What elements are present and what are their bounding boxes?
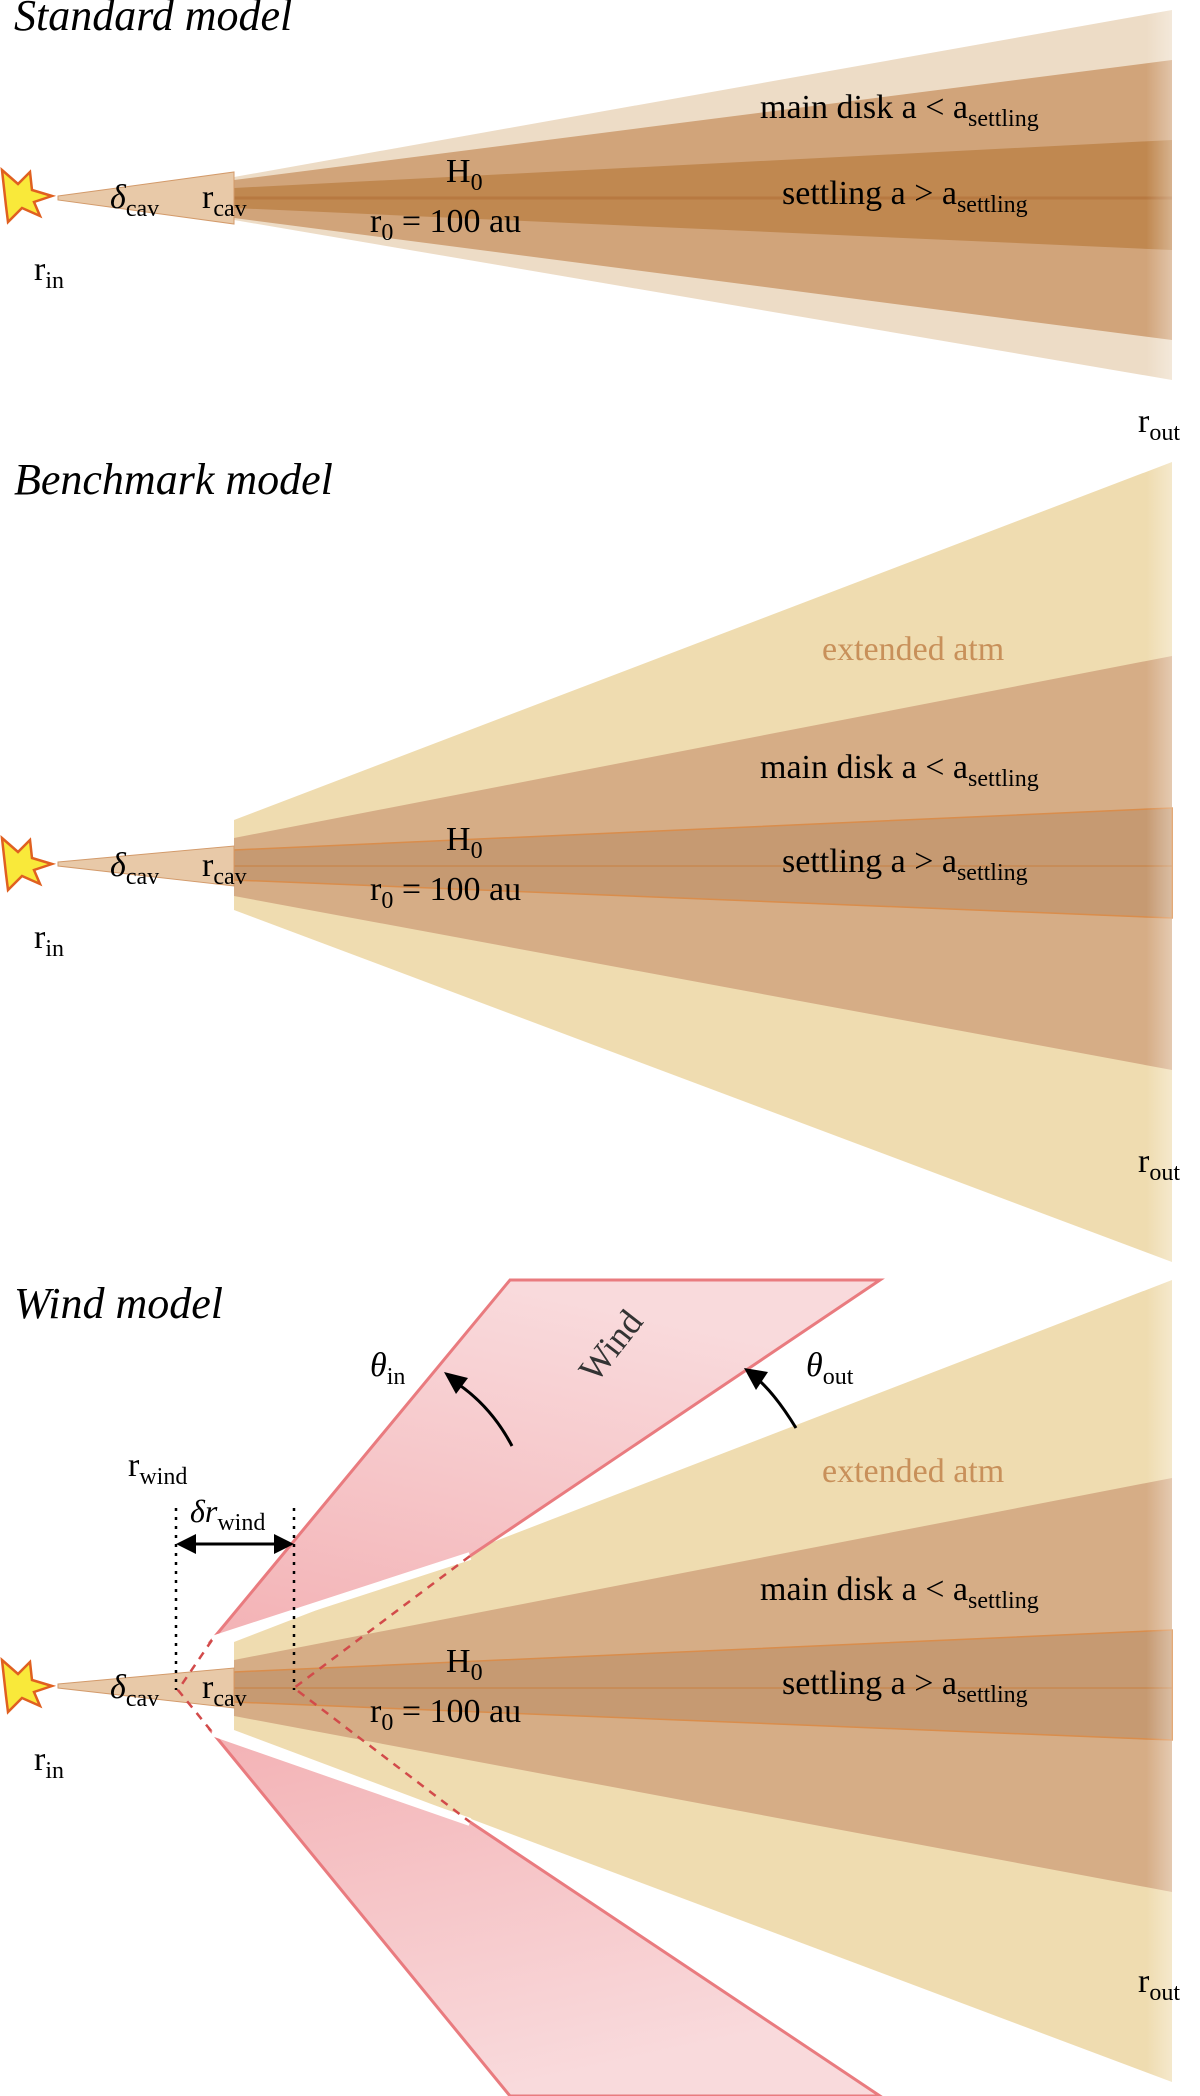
wind-upper-gap [210, 1552, 472, 1644]
wind-rout-label: rout [1138, 1963, 1180, 2006]
star-icon [0, 166, 57, 225]
standard-cavity-wedge [57, 171, 235, 225]
standard-title: Standard model [14, 0, 292, 40]
wind-cavity-wedge [57, 1667, 235, 1709]
theta-out-label: θout [806, 1347, 854, 1390]
theta-in-arrowhead [444, 1372, 468, 1394]
rwind-label: rwind [128, 1447, 187, 1490]
wind-rcav-label: rcav [202, 1669, 247, 1712]
standard-rcav-label: rcav [202, 179, 247, 222]
benchmark-settling-label: settling a > asettling [782, 843, 1028, 886]
theta-out-arrow [753, 1374, 798, 1429]
standard-settling-label: settling a > asettling [782, 175, 1028, 218]
standard-rout-label: rout [1138, 403, 1180, 446]
star-icon [0, 1656, 57, 1715]
benchmark-r0-label: r0 = 100 au [370, 871, 521, 914]
benchmark-cavity-wedge [57, 845, 235, 887]
benchmark-right-fade [1000, 440, 1172, 1280]
delta-rwind-label: δrwind [190, 1493, 265, 1536]
standard-main-disk-label: main disk a < asettling [760, 89, 1039, 132]
benchmark-rout-label: rout [1138, 1143, 1180, 1186]
wind-r0-label: r0 = 100 au [370, 1693, 521, 1736]
benchmark-model-panel: Benchmark model extended atm main disk a… [0, 440, 1180, 1280]
wind-model-panel: Wind model Wind θin θout [0, 1262, 1180, 2096]
standard-r0-label: r0 = 100 au [370, 203, 521, 246]
wind-inner-dashed-line [176, 1639, 214, 1733]
standard-rin-label: rin [34, 251, 64, 294]
wind-lower-gap [210, 1728, 472, 1826]
wind-settling-label: settling a > asettling [782, 1665, 1028, 1708]
wind-main-disk-label: main disk a < asettling [760, 1571, 1039, 1614]
benchmark-rin-label: rin [34, 919, 64, 962]
wind-right-fade [1000, 1262, 1172, 2096]
benchmark-h0-label: H0 [446, 821, 483, 864]
wind-rin-label: rin [34, 1741, 64, 1784]
benchmark-title: Benchmark model [14, 455, 333, 504]
delta-rwind-arrowhead-left [176, 1534, 196, 1554]
standard-delta-cav-label: δcav [110, 179, 159, 222]
wind-title: Wind model [14, 1279, 223, 1328]
wind-extended-atm-label: extended atm [822, 1453, 1004, 1490]
standard-model-panel: Standard model main disk a < asettling s… [0, 0, 1180, 446]
delta-rwind-arrowhead-right [274, 1534, 294, 1554]
theta-out-arrowhead [744, 1368, 768, 1390]
benchmark-main-disk-label: main disk a < asettling [760, 749, 1039, 792]
star-icon [0, 834, 57, 893]
wind-h0-label: H0 [446, 1643, 483, 1686]
wind-outer-dashed-line [291, 1555, 471, 1823]
benchmark-rcav-label: rcav [202, 847, 247, 890]
benchmark-delta-cav-label: δcav [110, 847, 159, 890]
standard-settling-layer [234, 140, 1172, 250]
wind-delta-cav-label: δcav [110, 1669, 159, 1712]
theta-in-label: θin [370, 1347, 405, 1390]
standard-h0-label: H0 [446, 153, 483, 196]
benchmark-extended-atm-label: extended atm [822, 631, 1004, 668]
standard-right-fade [1000, 0, 1172, 400]
